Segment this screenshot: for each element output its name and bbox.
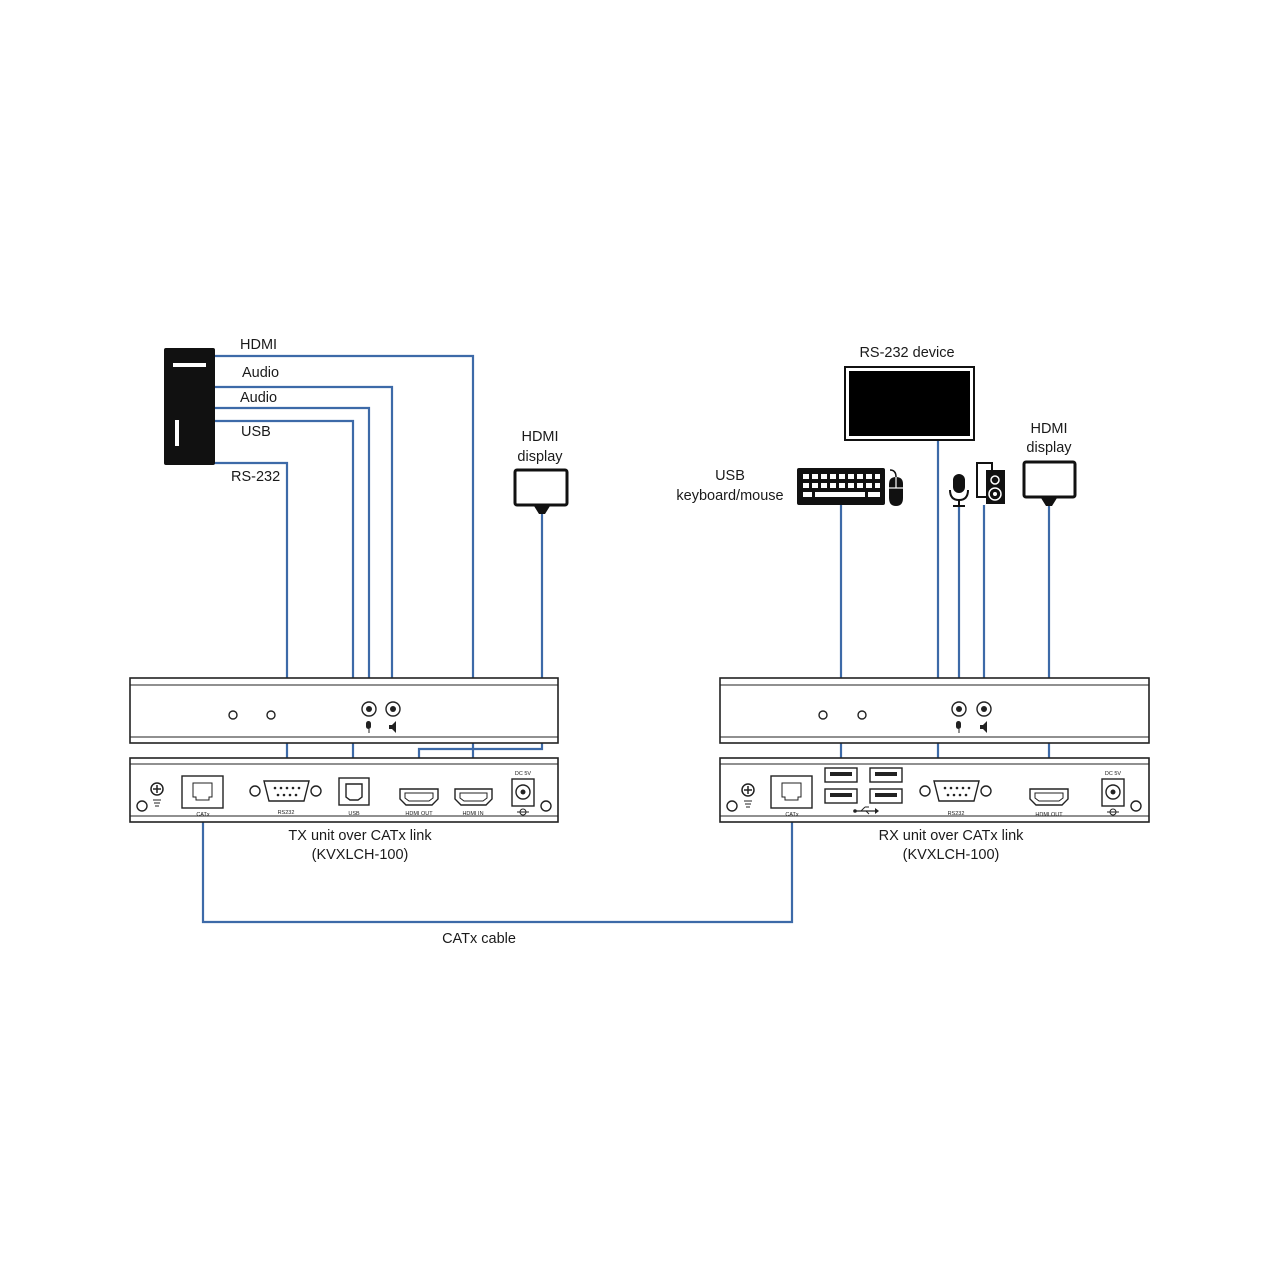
- rx-unit-title: RX unit over CATx link: [879, 828, 1025, 844]
- wire-hdmi-out-display: [417, 506, 544, 790]
- speaker-icon: [980, 721, 987, 733]
- rx-rs232-port-label: RS232: [948, 811, 965, 817]
- wire-hdmi-in: [190, 354, 475, 790]
- tx-hdmi-in-port-label: HDMI IN: [462, 811, 483, 817]
- tx-front-panel: [129, 677, 559, 744]
- microphone-icon: [949, 474, 969, 507]
- pc-hdmi-label: HDMI: [240, 337, 277, 353]
- pc-audio-label-1: Audio: [242, 365, 279, 381]
- tx-catx-port-label: CATx: [196, 812, 210, 818]
- rx-front-panel: [719, 677, 1150, 744]
- microphone-icon: [366, 721, 371, 733]
- tx-display-label-line2: display: [517, 449, 563, 465]
- tx-display-label-line1: HDMI: [521, 429, 558, 445]
- rx-display-label-line1: HDMI: [1030, 421, 1067, 437]
- tx-usb-port: [338, 777, 370, 806]
- tx-back-panel: CATx RS232 USB HDMI OUT HDMI IN DC 5V: [129, 757, 559, 823]
- tx-catx-port: [181, 775, 224, 809]
- tx-hdmi-out-port: [399, 788, 439, 806]
- ground-icon: [741, 783, 755, 808]
- pc-rs232-label: RS-232: [231, 469, 280, 485]
- pc-usb-label: USB: [241, 424, 271, 440]
- tx-rs232-port-label: RS232: [278, 810, 295, 816]
- tx-rs232-port: [249, 780, 322, 802]
- usb-icon: [853, 806, 879, 815]
- connection-wires: [190, 354, 1051, 924]
- rx-back-panel: CATx RS232: [719, 757, 1150, 823]
- dc-polarity-icon: [1107, 808, 1119, 816]
- rx-catx-port-label: CATx: [785, 812, 799, 818]
- rx-display-label-line2: display: [1026, 440, 1072, 456]
- wire-audio-in: [190, 406, 371, 705]
- microphone-icon: [956, 721, 961, 733]
- catx-cable-label: CATx cable: [442, 931, 516, 947]
- rs232-device-label: RS-232 device: [859, 345, 954, 361]
- rx-dc-port-label: DC 5V: [1105, 771, 1122, 777]
- rx-catx-port: [770, 775, 813, 809]
- rx-unit-model: (KVXLCH-100): [903, 847, 1000, 863]
- wire-usb: [190, 419, 355, 785]
- source-pc: [164, 348, 215, 465]
- tx-unit-model: (KVXLCH-100): [312, 847, 409, 863]
- monitor-icon: [513, 468, 569, 514]
- monitor-icon: [1022, 460, 1077, 506]
- keyboard-icon: [797, 468, 885, 505]
- pc-audio-label-2: Audio: [240, 390, 277, 406]
- rs232-device-icon: [844, 366, 975, 441]
- rx-rs232-port: [919, 780, 992, 802]
- tx-usb-port-label: USB: [348, 811, 360, 817]
- usb-peripheral-label-line2: keyboard/mouse: [676, 488, 783, 504]
- tx-hdmi-in-port: [454, 788, 493, 806]
- rx-usb-ports: [824, 767, 903, 804]
- wire-audio-out: [190, 385, 394, 705]
- tx-hdmi-out-port-label: HDMI OUT: [405, 811, 433, 817]
- rx-hdmi-out-port-label: HDMI OUT: [1035, 812, 1063, 818]
- dc-polarity-icon: [517, 808, 529, 816]
- wire-catx-cable: [201, 795, 794, 924]
- ground-icon: [150, 782, 164, 807]
- tx-unit-title: TX unit over CATx link: [288, 828, 432, 844]
- tx-dc-port-label: DC 5V: [515, 771, 532, 777]
- speaker-icon: [389, 721, 396, 733]
- rx-hdmi-out-port: [1029, 788, 1069, 806]
- usb-peripheral-label-line1: USB: [715, 468, 745, 484]
- mouse-icon: [889, 469, 903, 506]
- speaker-icon: [976, 462, 1005, 504]
